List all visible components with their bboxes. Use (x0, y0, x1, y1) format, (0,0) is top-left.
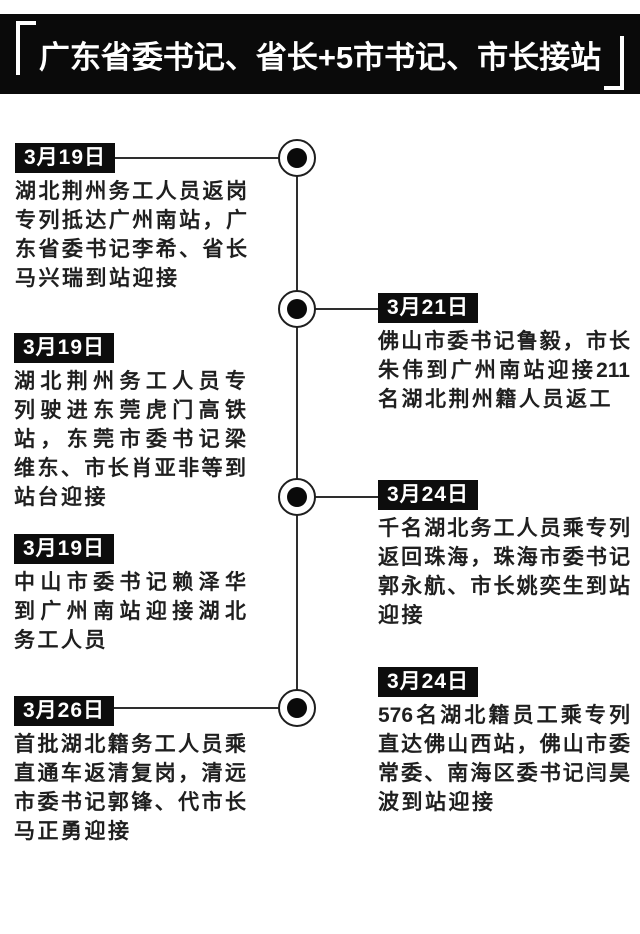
timeline-node-1 (278, 139, 316, 177)
date-badge: 3月19日 (14, 333, 115, 363)
date-badge: 3月24日 (378, 667, 479, 697)
event-text-line: 名湖北荆州籍人员返工 (378, 388, 613, 411)
timeline-node-dot (287, 487, 307, 507)
timeline-vertical-line (296, 158, 298, 708)
date-badge: 3月19日 (15, 143, 116, 173)
corner-bracket-right-icon (604, 36, 625, 90)
event-text: 千名湖北务工人员乘专列返回珠海，珠海市委书记郭永航、市长姚奕生到站迎接 (378, 514, 630, 630)
event-text-line: 维东、市长肖亚非等到 (14, 457, 246, 480)
date-badge: 3月24日 (378, 480, 479, 510)
event-text-line: 务工人员 (14, 629, 108, 652)
timeline-event-3: 3月19日 湖北荆州务工人员专列驶进东莞虎门高铁站，东莞市委书记梁维东、市长肖亚… (14, 333, 246, 512)
event-text-line: 郭永航、市长姚奕生到站 (378, 575, 630, 598)
timeline-node-dot (287, 299, 307, 319)
event-text-line: 东省委书记李希、省长 (15, 238, 247, 261)
timeline-node-3 (278, 478, 316, 516)
event-text-line: 常委、南海区委书记闫昊 (378, 762, 630, 785)
event-text: 中山市委书记赖泽华到广州南站迎接湖北务工人员 (14, 568, 246, 655)
event-text-line: 直达佛山西站，佛山市委 (378, 733, 630, 756)
timeline-event-1: 3月19日 湖北荆州务工人员返岗专列抵达广州南站，广东省委书记李希、省长马兴瑞到… (15, 143, 247, 293)
event-text-line: 站，东莞市委书记梁 (14, 428, 246, 451)
timeline-node-2 (278, 290, 316, 328)
event-text-line: 马兴瑞到站迎接 (15, 267, 180, 290)
connector-line-event-4 (314, 496, 378, 498)
date-badge: 3月26日 (14, 696, 115, 726)
timeline-node-dot (287, 698, 307, 718)
event-text: 湖北荆州务工人员专列驶进东莞虎门高铁站，东莞市委书记梁维东、市长肖亚非等到站台迎… (14, 367, 246, 512)
event-text-line: 市委书记郭锋、代市长 (14, 791, 246, 814)
event-text-line: 朱伟到广州南站迎接211 (378, 359, 630, 382)
event-text-line: 波到站迎接 (378, 791, 496, 814)
event-text: 首批湖北籍务工人员乘直通车返清复岗，清远市委书记郭锋、代市长马正勇迎接 (14, 730, 246, 846)
event-text: 湖北荆州务工人员返岗专列抵达广州南站，广东省委书记李希、省长马兴瑞到站迎接 (15, 177, 247, 293)
event-text-line: 湖北荆州务工人员返岗 (15, 180, 247, 203)
date-badge: 3月21日 (378, 293, 479, 323)
date-badge: 3月19日 (14, 534, 115, 564)
timeline-node-dot (287, 148, 307, 168)
event-text-line: 列驶进东莞虎门高铁 (14, 399, 246, 422)
timeline-node-4 (278, 689, 316, 727)
event-text-line: 返回珠海，珠海市委书记 (378, 546, 630, 569)
event-text-line: 576名湖北籍员工乘专列 (378, 704, 630, 727)
timeline-event-6: 3月24日 576名湖北籍员工乘专列直达佛山西站，佛山市委常委、南海区委书记闫昊… (378, 667, 630, 817)
event-text-line: 马正勇迎接 (14, 820, 132, 843)
event-text-line: 直通车返清复岗，清远 (14, 762, 246, 785)
timeline-event-4: 3月24日 千名湖北务工人员乘专列返回珠海，珠海市委书记郭永航、市长姚奕生到站迎… (378, 480, 630, 630)
header-banner: 广东省委书记、省长+5市书记、市长接站 (0, 14, 640, 94)
event-text-line: 佛山市委书记鲁毅，市长 (378, 330, 630, 353)
event-text-line: 迎接 (378, 604, 425, 627)
timeline-event-7: 3月26日 首批湖北籍务工人员乘直通车返清复岗，清远市委书记郭锋、代市长马正勇迎… (14, 696, 246, 846)
event-text-line: 中山市委书记赖泽华 (14, 571, 246, 594)
connector-line-event-7 (112, 707, 280, 709)
event-text-line: 千名湖北务工人员乘专列 (378, 517, 630, 540)
timeline-event-2: 3月21日 佛山市委书记鲁毅，市长朱伟到广州南站迎接211 名湖北荆州籍人员返工 (378, 293, 630, 414)
event-text: 佛山市委书记鲁毅，市长朱伟到广州南站迎接211 名湖北荆州籍人员返工 (378, 327, 630, 414)
event-text-line: 湖北荆州务工人员专 (14, 370, 246, 393)
event-text-line: 站台迎接 (14, 486, 108, 509)
event-text: 576名湖北籍员工乘专列直达佛山西站，佛山市委常委、南海区委书记闫昊波到站迎接 (378, 701, 630, 817)
event-text-line: 到广州南站迎接湖北 (14, 600, 246, 623)
connector-line-event-1 (112, 157, 280, 159)
timeline-event-5: 3月19日 中山市委书记赖泽华到广州南站迎接湖北务工人员 (14, 534, 246, 655)
event-text-line: 专列抵达广州南站，广 (15, 209, 247, 232)
event-text-line: 首批湖北籍务工人员乘 (14, 733, 246, 756)
corner-bracket-left-icon (15, 21, 36, 75)
page-title: 广东省委书记、省长+5市书记、市长接站 (38, 39, 602, 75)
connector-line-event-2 (314, 308, 378, 310)
